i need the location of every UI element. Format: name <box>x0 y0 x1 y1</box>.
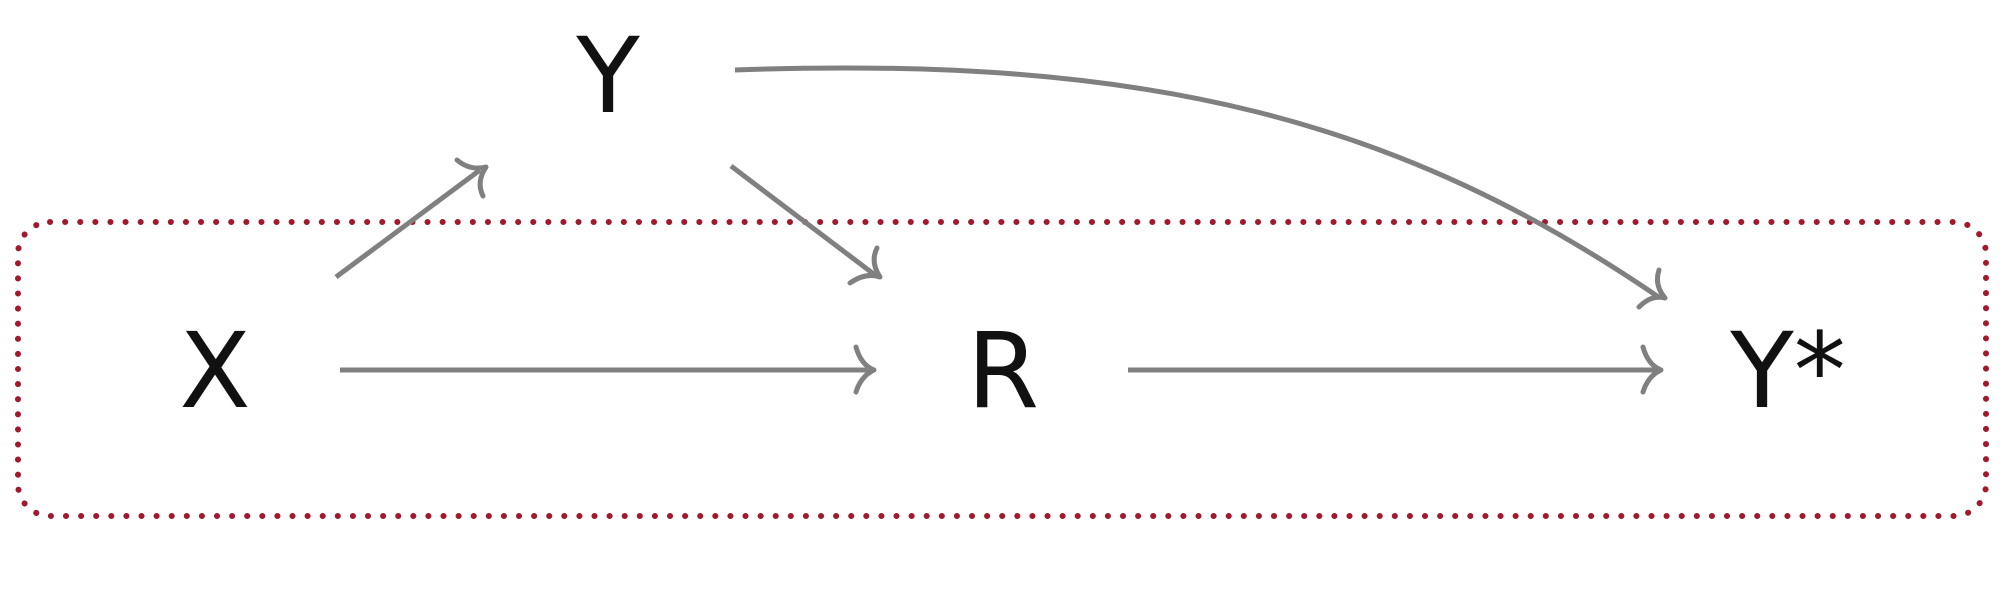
node-x: X <box>179 310 250 432</box>
arrowhead-x-to-r <box>853 344 877 395</box>
node-r: R <box>967 310 1039 432</box>
arrowhead-x-to-y <box>454 157 489 199</box>
node-y: Y <box>575 15 640 137</box>
arrowhead-y-to-r <box>847 245 883 286</box>
edge-y-to-r <box>729 164 877 277</box>
arrowhead-r-to-ystar <box>1640 344 1664 395</box>
nodes: Y X R Y* <box>179 15 1845 432</box>
edges <box>334 65 1668 395</box>
arrowhead-y-to-ystar <box>1636 267 1668 310</box>
node-ystar: Y* <box>1729 310 1846 432</box>
edge-x-to-y <box>334 167 482 280</box>
edge-y-to-ystar <box>734 65 1662 301</box>
observed-group-box <box>15 219 1989 519</box>
